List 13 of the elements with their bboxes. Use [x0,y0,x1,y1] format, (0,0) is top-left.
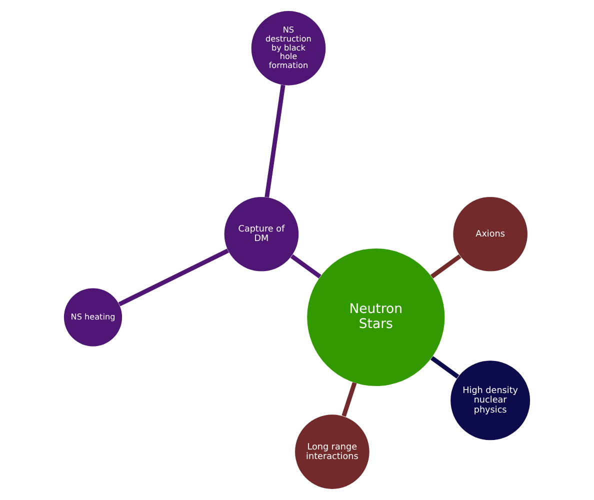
node-circle: NS destruction by black hole formation [251,11,326,86]
connector [430,254,462,278]
node-circle: Axions [453,196,528,272]
connector [342,382,357,417]
node-circle: Capture of DM [224,196,299,272]
node-circle: NS heating [64,288,122,346]
node-circle: High density nuclear physics [450,360,530,440]
connector [430,356,460,379]
node-circle: Long range interactions [295,414,370,489]
connector [290,254,322,278]
node-circle: Neutron Stars [307,248,445,386]
connector [118,248,229,306]
connector [264,84,286,198]
